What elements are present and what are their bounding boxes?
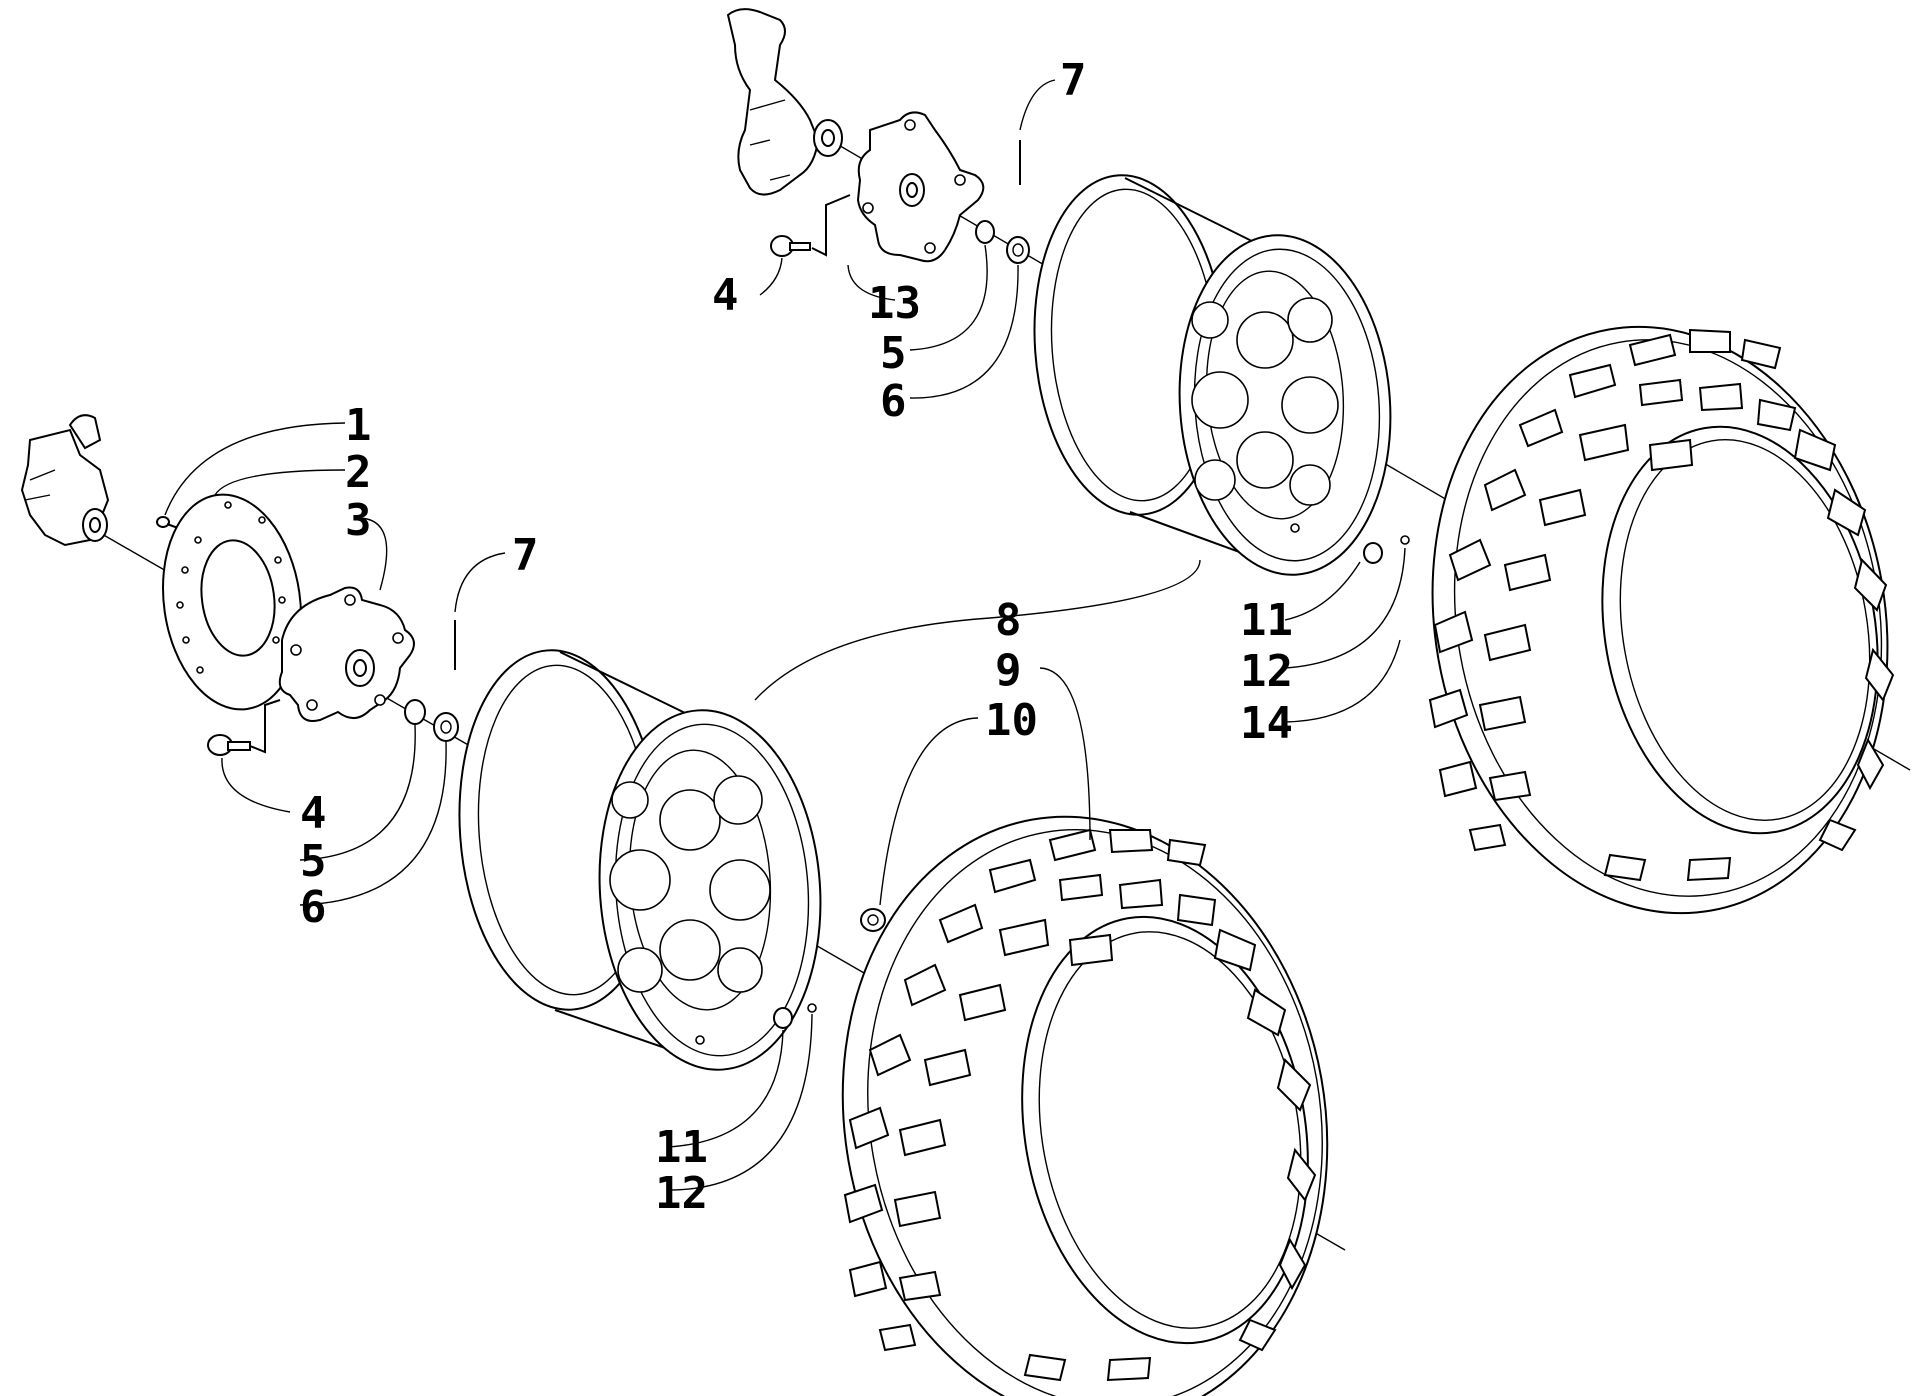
rear-bolt-leader	[811, 194, 851, 257]
callout-front-4: 4	[300, 788, 327, 839]
callout-front-7: 7	[512, 530, 539, 581]
front-lug-nut	[860, 908, 886, 932]
rear-nut	[1006, 236, 1030, 264]
callout-front-6: 6	[300, 882, 327, 933]
callout-rear-13: 13	[868, 278, 921, 329]
front-wheel-hub	[278, 586, 415, 722]
callout-labels: 7 4 13 5 6 11 12 14 1 2 3 7 8 9 10 4 5 6…	[300, 55, 1293, 1219]
front-valve-cap	[807, 1003, 817, 1013]
front-bolt-4	[207, 734, 251, 756]
callout-rear-4: 4	[712, 270, 739, 321]
callout-rear-6: 6	[880, 376, 907, 427]
front-washer	[404, 699, 426, 725]
callout-rear-12: 12	[1240, 646, 1293, 697]
front-nut	[433, 712, 459, 742]
front-brake-disc	[162, 493, 302, 711]
rear-wheel-hub	[856, 111, 985, 263]
front-rim	[458, 649, 822, 1071]
front-wheel-assembly	[20, 414, 1346, 1396]
front-steering-knuckle	[20, 414, 110, 547]
callout-rear-11: 11	[1240, 595, 1293, 646]
callout-front-3: 3	[345, 495, 372, 546]
front-bolt-1	[156, 516, 179, 529]
rear-valve-cap	[1400, 535, 1410, 545]
callout-front-11: 11	[655, 1122, 708, 1173]
callout-front-2: 2	[345, 447, 372, 498]
front-bolt-leader	[249, 699, 281, 754]
callout-front-10: 10	[985, 695, 1038, 746]
front-valve-stem	[773, 1007, 793, 1029]
callout-rear-5: 5	[880, 328, 907, 379]
callout-front-8: 8	[995, 595, 1022, 646]
callout-front-5: 5	[300, 836, 327, 887]
rear-knuckle	[726, 8, 843, 196]
callout-rear-7: 7	[1060, 55, 1087, 106]
rear-valve-stem	[1363, 542, 1383, 564]
front-tire-tread	[843, 828, 1317, 1382]
callout-rear-14: 14	[1240, 698, 1293, 749]
rear-tire-tread	[1428, 328, 1895, 882]
front-tire	[841, 815, 1329, 1396]
callout-front-1: 1	[345, 400, 372, 451]
callout-front-9: 9	[995, 645, 1022, 696]
rear-washer	[975, 220, 995, 244]
callout-front-12: 12	[655, 1168, 708, 1219]
rear-rim	[1033, 174, 1392, 576]
rear-bolt-4	[770, 235, 811, 257]
leader-lines	[164, 79, 1406, 1191]
rear-wheel-assembly	[726, 8, 1911, 915]
rear-tire	[1428, 325, 1895, 915]
